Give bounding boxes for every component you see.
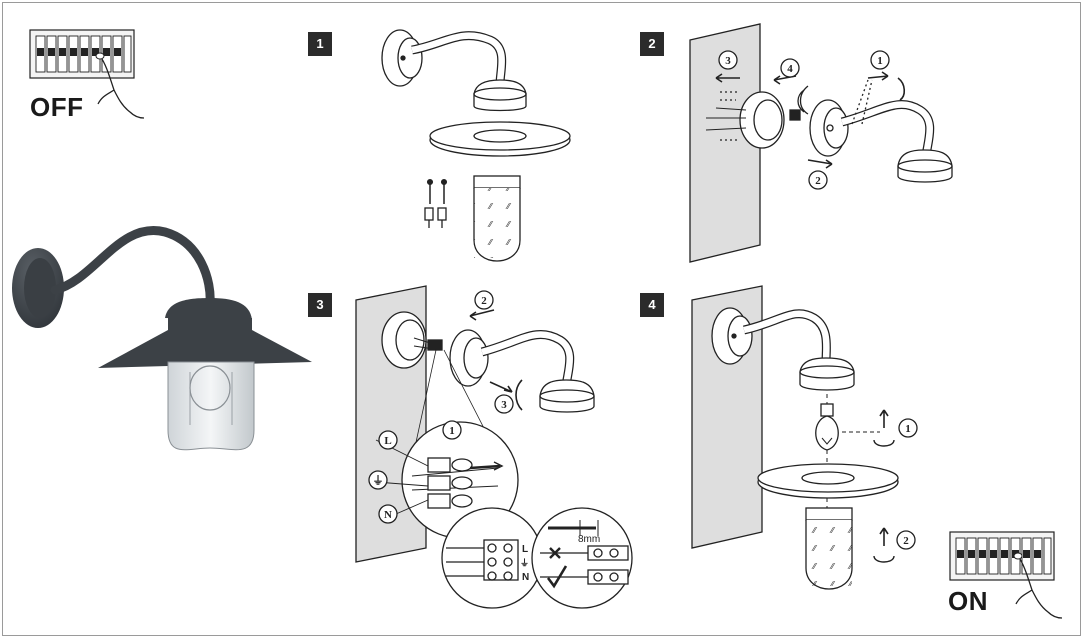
step-2-callout-4: 4 <box>787 63 793 75</box>
step-4-badge: 4 <box>640 293 664 317</box>
step-2-callout-3: 3 <box>725 55 731 67</box>
terminal-label-live: L <box>522 544 528 555</box>
step-3-wire-earth: ⏚ <box>373 474 384 487</box>
step-4-callout-1: 1 <box>905 423 911 435</box>
step-2-badge: 2 <box>640 32 664 56</box>
breaker-panel-off <box>29 29 145 119</box>
strip-length-label: 8mm <box>578 534 600 545</box>
step-3-badge: 3 <box>308 293 332 317</box>
step-1-badge: 1 <box>308 32 332 56</box>
terminal-label-earth: ⏚ <box>520 558 529 568</box>
step-3-illustration <box>355 285 633 609</box>
step-2-callout-2: 2 <box>815 175 821 187</box>
step-3-callout-3: 3 <box>501 399 507 411</box>
step-2-illustration <box>689 23 953 263</box>
step-4-illustration <box>691 285 899 590</box>
step-3-callout-1: 1 <box>449 425 455 437</box>
breaker-panel-on <box>949 531 1063 619</box>
step-2-callout-1: 1 <box>877 55 883 67</box>
step-3-wire-live: L <box>384 435 391 447</box>
terminal-label-neutral: N <box>522 572 529 583</box>
step-4-callouts <box>896 418 918 550</box>
power-on-label: ON <box>948 586 988 616</box>
step-4-callout-2: 2 <box>903 535 909 547</box>
step-3-wire-neutral: N <box>384 509 392 521</box>
step-1-illustration <box>381 29 571 262</box>
power-off-label: OFF <box>30 92 84 122</box>
step-3-callout-2: 2 <box>481 295 487 307</box>
lamp-product-photo <box>12 225 312 451</box>
